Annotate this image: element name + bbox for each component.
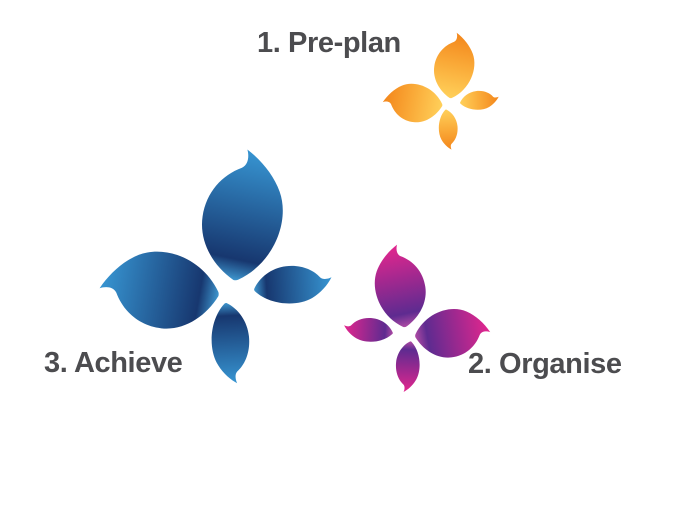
white-arc-decoration xyxy=(95,70,435,410)
step-label-achieve: 3. Achieve xyxy=(44,347,183,379)
step-label-organise: 2. Organise xyxy=(468,348,622,380)
step-label-preplan: 1. Pre-plan xyxy=(257,27,401,59)
